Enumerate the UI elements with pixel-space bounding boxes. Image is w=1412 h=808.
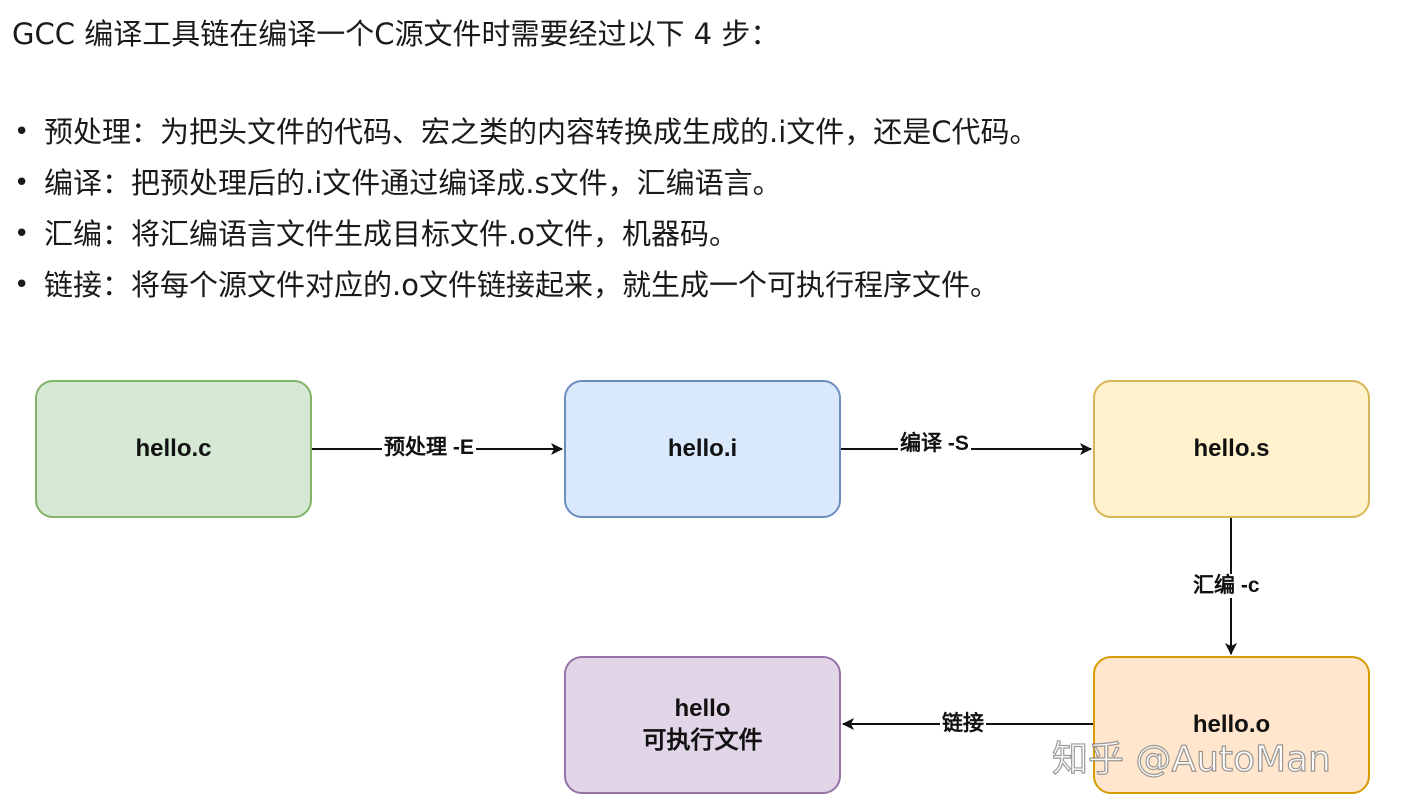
step-assemble: • 汇编：将汇编语言文件生成目标文件.o文件，机器码。: [12, 209, 1039, 260]
node-label-group: hello 可执行文件: [643, 693, 763, 757]
node-label: hello.c: [135, 435, 212, 462]
node-hello-i: hello.i: [564, 380, 841, 518]
edge-label-assemble: 汇编 -c: [1191, 574, 1262, 598]
node-hello-c: hello.c: [35, 380, 312, 518]
node-label: hello.i: [667, 435, 738, 462]
bullet-icon: •: [14, 117, 30, 147]
edge-label-link: 链接: [940, 712, 986, 736]
step-text: 链接：将每个源文件对应的.o文件链接起来，就生成一个可执行程序文件。: [44, 268, 999, 302]
edge-label-preprocess: 预处理 -E: [382, 436, 476, 460]
edge-label-compile: 编译 -S: [898, 432, 971, 456]
node-label-line2: 可执行文件: [642, 727, 763, 754]
node-label: hello.o: [1192, 711, 1271, 738]
node-label-line1: hello: [674, 695, 731, 722]
intro-text: GCC 编译工具链在编译一个C源文件时需要经过以下 4 步：: [12, 17, 780, 51]
step-link: • 链接：将每个源文件对应的.o文件链接起来，就生成一个可执行程序文件。: [12, 260, 1039, 311]
step-preprocess: • 预处理：为把头文件的代码、宏之类的内容转换成生成的.i文件，还是C代码。: [12, 107, 1039, 158]
step-compile: • 编译：把预处理后的.i文件通过编译成.s文件，汇编语言。: [12, 158, 1039, 209]
node-label: hello.s: [1193, 435, 1270, 462]
watermark: 知乎 @AutoMan: [1051, 738, 1331, 780]
step-text: 汇编：将汇编语言文件生成目标文件.o文件，机器码。: [44, 217, 738, 251]
bullet-icon: •: [14, 270, 30, 300]
node-executable: hello 可执行文件: [564, 656, 841, 794]
step-text: 编译：把预处理后的.i文件通过编译成.s文件，汇编语言。: [44, 166, 782, 200]
node-hello-s: hello.s: [1093, 380, 1370, 518]
node-hello-o: hello.o: [1093, 656, 1370, 794]
step-text: 预处理：为把头文件的代码、宏之类的内容转换成生成的.i文件，还是C代码。: [44, 115, 1039, 149]
steps-list: • 预处理：为把头文件的代码、宏之类的内容转换成生成的.i文件，还是C代码。 •…: [12, 107, 1039, 311]
bullet-icon: •: [14, 219, 30, 249]
bullet-icon: •: [14, 168, 30, 198]
